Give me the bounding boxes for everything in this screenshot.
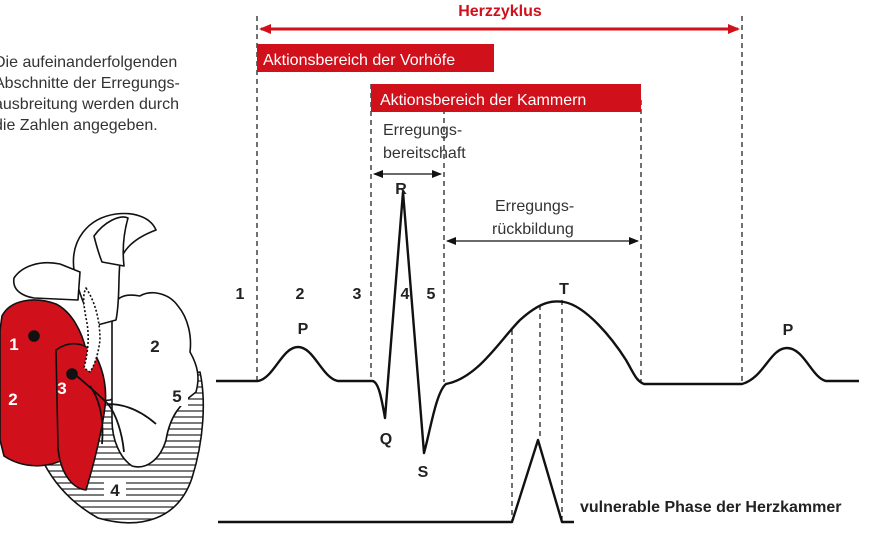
caption-line: ausbreitung werden durch (0, 96, 180, 113)
wave-label-p2: P (783, 322, 794, 339)
wave-labels: P R Q S T P (298, 181, 794, 481)
wave-label-s: S (418, 464, 429, 481)
heart-number-5: 5 (172, 387, 181, 406)
phase-number-4: 4 (401, 286, 410, 303)
wave-label-q: Q (380, 431, 392, 448)
vulnerable-phase-trace (218, 438, 574, 524)
phase-numbers: 1 2 3 4 5 (236, 286, 436, 303)
heart-number-3: 3 (57, 379, 66, 398)
cycle-title: Herzzyklus (458, 3, 542, 20)
heart-number-5-box (166, 384, 188, 406)
guide-lines (256, 16, 743, 522)
wave-label-p1: P (298, 321, 309, 338)
heart-numbers: 1 2 3 2 5 4 (8, 335, 188, 500)
heart-bundle-trunk (82, 287, 101, 373)
phase-number-3: 3 (353, 286, 362, 303)
heart-left-atrium (111, 292, 199, 468)
heart-av-node (66, 368, 78, 380)
vulnerable-phase-label: vulnerable Phase der Herzkammer (580, 499, 841, 516)
heart-illustration (0, 212, 205, 524)
wave-label-r: R (395, 181, 407, 198)
caption-line: Abschnitte der Erregungs- (0, 75, 180, 92)
heart-pulmonary-artery (93, 216, 129, 267)
recovery-label-line2: rückbildung (492, 221, 574, 238)
excitability-label-line1: Erregungs- (383, 122, 462, 139)
heart-sinus-node (28, 330, 40, 342)
excitability-label-line2: bereitschaft (383, 145, 466, 162)
caption-line: die Zahlen angegeben. (0, 117, 158, 134)
heart-number-4: 4 (110, 481, 120, 500)
caption-line: Die aufeinanderfolgenden (0, 54, 178, 71)
ventricles-band (371, 84, 641, 112)
phase-number-1: 1 (236, 286, 245, 303)
caption-text: Die aufeinanderfolgenden Abschnitte der … (0, 52, 224, 136)
ecg-trace (216, 190, 859, 455)
atria-band (257, 44, 494, 72)
heart-number-2-left: 2 (150, 337, 159, 356)
phase-number-2: 2 (296, 286, 305, 303)
heart-number-2-right: 2 (8, 390, 17, 409)
heart-number-1: 1 (9, 335, 18, 354)
atria-band-label: Aktionsbereich der Vorhöfe (263, 52, 455, 69)
heart-number-4-box (104, 478, 126, 500)
ventricles-band-label: Aktionsbereich der Kammern (380, 92, 586, 109)
wave-label-t: T (559, 281, 569, 298)
heart-conduction-fibers (71, 371, 157, 453)
phase-number-5: 5 (427, 286, 436, 303)
recovery-label-line1: Erregungs- (495, 198, 574, 215)
heart-vena-cava (12, 262, 81, 301)
